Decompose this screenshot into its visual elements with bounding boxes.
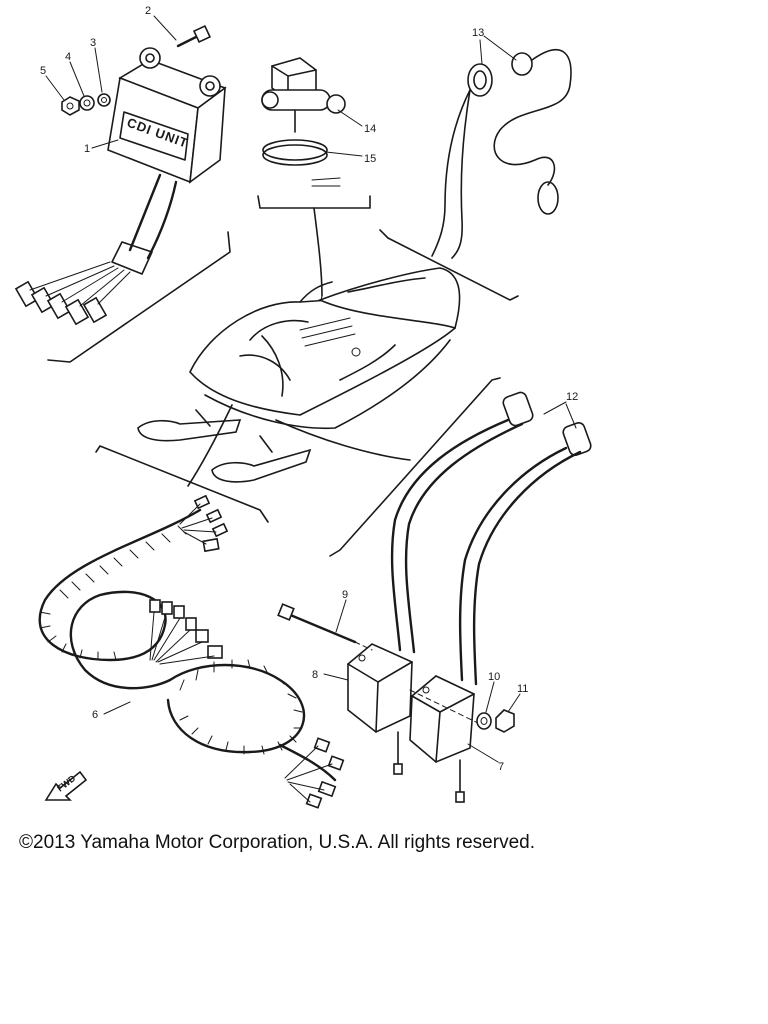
callout-leaders [45, 15, 577, 763]
callout-15: 15 [364, 153, 376, 165]
callout-5: 5 [40, 65, 46, 77]
cdi-unit-assembly: CDI UNIT [14, 24, 231, 363]
callout-labels: 2 3 4 5 1 13 14 15 12 9 8 10 11 7 6 [40, 5, 578, 773]
callout-13: 13 [472, 27, 484, 39]
callout-9: 9 [342, 589, 348, 601]
callout-3: 3 [90, 37, 96, 49]
snowmobile-body [137, 267, 461, 483]
coil-bracket [329, 377, 501, 557]
switch-harness-assembly [379, 49, 572, 301]
harness-connectors-upper [179, 494, 229, 553]
callout-4: 4 [65, 51, 71, 63]
callout-14: 14 [364, 123, 376, 135]
switch-mount-assembly [257, 57, 371, 313]
callout-8: 8 [312, 669, 318, 681]
harness-connectors-lower [284, 737, 345, 809]
callout-7: 7 [498, 761, 504, 773]
harness-lead [187, 404, 233, 487]
callout-6: 6 [92, 709, 98, 721]
harness-bracket [95, 445, 269, 523]
fwd-direction-marker: FWD [44, 770, 88, 801]
callout-12: 12 [566, 391, 578, 403]
callout-10: 10 [488, 671, 500, 683]
copyright-notice: ©2013 Yamaha Motor Corporation, U.S.A. A… [19, 832, 535, 853]
harness-connectors-middle [149, 599, 223, 665]
ignition-coil-assembly [277, 391, 592, 803]
callout-11: 11 [517, 683, 528, 695]
coil-lead [275, 419, 411, 461]
callout-1: 1 [84, 143, 90, 155]
wire-harness [38, 494, 345, 809]
callout-2: 2 [145, 5, 151, 17]
cdi-connectors [14, 261, 131, 326]
parts-diagram: CDI UNIT [14, 5, 592, 809]
